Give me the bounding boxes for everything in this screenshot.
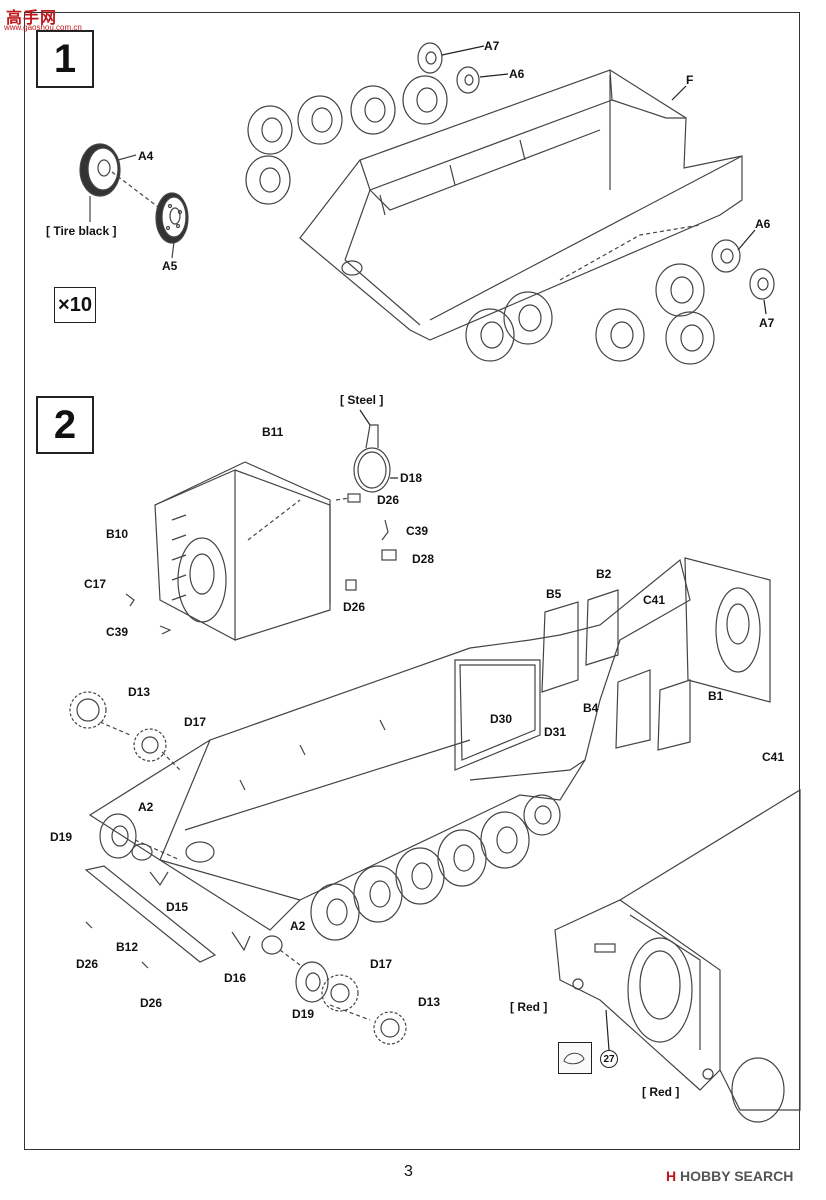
logo-text: 高手网: [6, 10, 58, 27]
label-a7: A7: [484, 39, 500, 53]
label-b1: B1: [708, 689, 724, 703]
label-c39-b: C39: [106, 625, 129, 639]
road-wheels-step2: [310, 794, 561, 941]
label-a4: A4: [138, 149, 154, 163]
label-b4: B4: [583, 701, 599, 715]
label-d26-d: D26: [140, 996, 163, 1010]
step-2-number: 2: [36, 396, 94, 454]
label-d19: D19: [50, 830, 73, 844]
page-frame: [24, 12, 800, 1150]
hobby-search-watermark: H HOBBY SEARCH: [666, 1168, 793, 1184]
label-d13: D13: [128, 685, 151, 699]
label-a5: A5: [162, 259, 178, 273]
rear-plate-assembly: [154, 461, 331, 641]
label-d28: D28: [412, 552, 435, 566]
road-wheel-a4: [79, 143, 121, 197]
label-d16: D16: [224, 971, 247, 985]
sprocket-d17-b: [321, 974, 359, 1012]
wheel-row-top: [245, 75, 448, 205]
label-d17: D17: [184, 715, 207, 729]
label-d18: D18: [400, 471, 423, 485]
label-b5: B5: [546, 587, 562, 601]
label-a7-right: A7: [759, 316, 775, 330]
watermark-text: HOBBY SEARCH: [680, 1168, 794, 1184]
hull-part-f: [299, 69, 743, 341]
wheel-row-bottom: [465, 239, 775, 365]
rear-detail-inset: [554, 788, 801, 1123]
label-a6-right: A6: [755, 217, 771, 231]
label-c41: C41: [643, 593, 666, 607]
label-c17: C17: [84, 577, 107, 591]
watermark-mark: H: [666, 1168, 677, 1184]
note-red: [ Red ]: [510, 1000, 548, 1014]
label-d15: D15: [166, 900, 189, 914]
note-tire-black: [ Tire black ]: [46, 224, 117, 238]
rear-plate-right: [684, 557, 771, 703]
label-a2: A2: [138, 800, 154, 814]
step-1-drawing: [79, 42, 775, 365]
side-plate-b5: [541, 601, 579, 693]
decal-callout-27: 27: [600, 1050, 618, 1068]
main-hull: [88, 558, 691, 931]
side-plate-b2: [585, 589, 619, 666]
road-wheel-a5: [155, 192, 189, 244]
side-plate-b1: [657, 679, 691, 751]
label-d13-b: D13: [418, 995, 441, 1009]
idler-d19-b: [295, 961, 329, 1003]
label-d19-b: D19: [292, 1007, 315, 1021]
label-c39: C39: [406, 524, 429, 538]
note-steel: [ Steel ]: [340, 393, 384, 407]
label-d17-b: D17: [370, 957, 393, 971]
label-b10: B10: [106, 527, 129, 541]
label-a6: A6: [509, 67, 525, 81]
label-b11: B11: [262, 425, 284, 439]
step-2-drawing: [69, 409, 801, 1123]
page-number: 3: [404, 1163, 413, 1180]
note-red-b: [ Red ]: [642, 1085, 680, 1099]
logo-subtext: www.gaoshou.com.cn: [4, 23, 82, 32]
label-b2: B2: [596, 567, 612, 581]
site-logo: 高手网 www.gaoshou.com.cn: [0, 0, 82, 34]
decal-reference-icon: [558, 1042, 592, 1074]
label-d26: D26: [377, 493, 400, 507]
quantity-multiplier: ×10: [54, 287, 96, 323]
return-rollers-top: [417, 42, 480, 94]
idler-d19-a: [99, 813, 137, 859]
label-d26-b: D26: [343, 600, 366, 614]
side-plate-b4: [615, 669, 651, 749]
tow-cable-d18: [353, 424, 391, 493]
sprocket-d13-a: [69, 691, 107, 729]
label-d26-c: D26: [76, 957, 99, 971]
label-a2-b: A2: [290, 919, 306, 933]
label-d30: D30: [490, 712, 513, 726]
step-1-number: 1: [36, 30, 94, 88]
label-b12: B12: [116, 940, 139, 954]
label-d31: D31: [544, 725, 567, 739]
sprocket-d17-a: [133, 728, 167, 762]
bar-b12: [84, 865, 217, 963]
label-f: F: [686, 73, 694, 87]
sprocket-d13-b: [373, 1011, 407, 1045]
label-c41-b: C41: [762, 750, 785, 764]
